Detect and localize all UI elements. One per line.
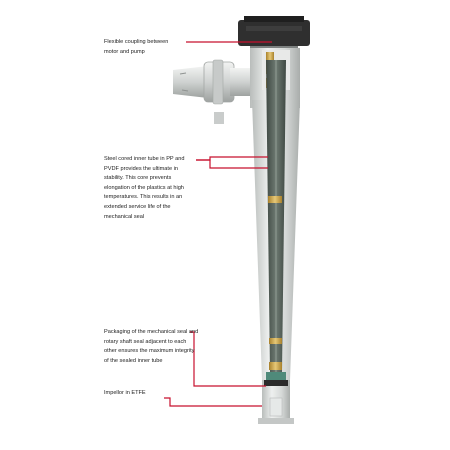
outlet-connector	[173, 59, 254, 124]
leader-lines	[164, 41, 272, 407]
callout-inner-tube: Steel cored inner tube in PP and PVDF pr…	[104, 156, 185, 220]
inner-tube	[266, 60, 286, 372]
leader-line-impeller	[164, 397, 262, 407]
leader-line-inner-tube-2	[196, 159, 268, 169]
bearing-bands	[268, 196, 282, 370]
motor-coupling	[238, 16, 310, 52]
leader-line-seal	[190, 331, 266, 387]
seal-and-impeller	[264, 372, 288, 417]
callout-impeller: Impellor in ETFE	[104, 390, 146, 396]
callout-seal-packaging: Packaging of the mechanical seal and rot…	[104, 329, 199, 364]
callout-coupling: Flexible coupling between motor and pump	[104, 39, 169, 55]
